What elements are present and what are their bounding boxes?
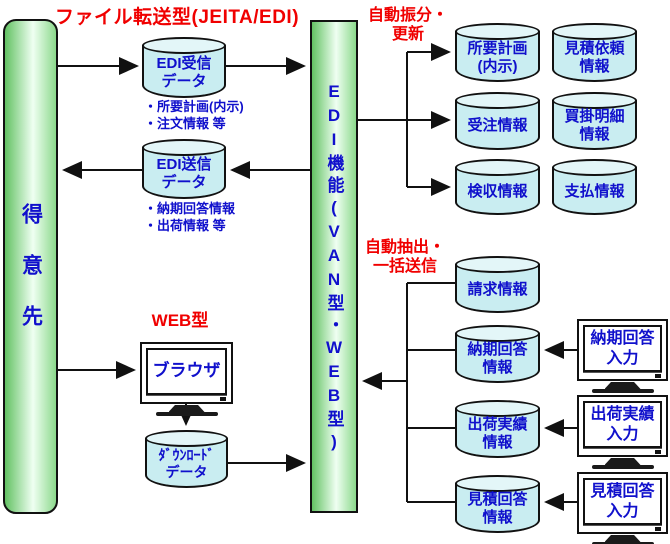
monitor-stand xyxy=(168,405,205,412)
db-nouki-kaito-label: 納期回答 情報 xyxy=(467,341,528,376)
db-mitsumori-kaito-cylinder: 見積回答 情報 xyxy=(455,475,540,533)
nouki-input-terminal: 納期回答 入力 xyxy=(577,319,668,393)
db-edi-send-label: EDI送信 データ xyxy=(156,156,212,191)
cylinder-top xyxy=(455,159,540,176)
db-edi-receive-cylinder: EDI受信 データ xyxy=(142,37,226,98)
branch-auto-sort xyxy=(358,52,408,187)
customer-bar-label: 得意先 xyxy=(19,203,43,356)
db-download-cylinder: ﾀﾞｳﾝﾛｰﾄﾞ データ xyxy=(145,430,228,488)
db-mitsumori-irai-cylinder: 見積依頼 情報 xyxy=(552,23,637,82)
cylinder-top xyxy=(552,23,637,40)
shukka-input-label: 出荷実績 入力 xyxy=(583,401,662,448)
customer-bar: 得意先 xyxy=(3,19,58,514)
monitor-strip xyxy=(583,525,662,532)
db-shiharai-label: 支払情報 xyxy=(564,183,625,201)
cylinder-top xyxy=(552,159,637,176)
mitsumori-input-label: 見積回答 入力 xyxy=(583,478,662,525)
monitor-stand xyxy=(604,535,641,542)
monitor-strip xyxy=(146,395,227,402)
mitsumori-input-terminal: 見積回答 入力 xyxy=(577,472,668,544)
shukka-input-terminal: 出荷実績 入力 xyxy=(577,395,668,469)
db-seikyu-cylinder: 請求情報 xyxy=(455,256,540,313)
cylinder-top xyxy=(455,23,540,40)
monitor-strip xyxy=(583,448,662,455)
cylinder-top xyxy=(455,400,540,417)
db-shiharai-cylinder: 支払情報 xyxy=(552,159,637,215)
diagram-title: ファイル転送型(JEITA/EDI) xyxy=(55,7,300,28)
db-seikyu-label: 請求情報 xyxy=(467,280,528,298)
db-juchu-cylinder: 受注情報 xyxy=(455,92,540,150)
cylinder-top xyxy=(145,430,228,447)
monitor-power-button xyxy=(655,450,661,454)
browser-terminal: ブラウザ xyxy=(140,342,233,416)
edi-function-bar: EDI機能(VAN型・WEB型) xyxy=(310,20,358,513)
web-type-label: WEB型 xyxy=(151,311,209,330)
db-nouki-kaito-cylinder: 納期回答 情報 xyxy=(455,325,540,383)
cylinder-top xyxy=(455,256,540,273)
db-kenshu-label: 検収情報 xyxy=(467,183,528,201)
edi-send-note: ・納期回答情報 ・出荷情報 等 xyxy=(144,201,236,233)
cylinder-top xyxy=(455,92,540,109)
db-shukka-jisseki-label: 出荷実績 情報 xyxy=(467,416,528,451)
db-shoyou-keikaku-label: 所要計画 (内示) xyxy=(467,39,528,75)
monitor-base xyxy=(591,542,654,544)
monitor-power-button xyxy=(655,527,661,531)
monitor-bezel: 見積回答 入力 xyxy=(577,472,668,534)
db-shoyou-keikaku-cylinder: 所要計画 (内示) xyxy=(455,23,540,82)
browser-terminal-label: ブラウザ xyxy=(146,348,227,395)
branch-auto-extract xyxy=(406,282,455,503)
db-kaikake-meisai-cylinder: 買掛明細 情報 xyxy=(552,92,637,150)
cylinder-top xyxy=(142,37,226,54)
db-download-label: ﾀﾞｳﾝﾛｰﾄﾞ データ xyxy=(158,447,215,480)
monitor-stand xyxy=(604,382,641,389)
monitor-base xyxy=(155,412,218,416)
monitor-strip xyxy=(583,372,662,379)
auto-extract-label: 自動抽出・ 一括送信 xyxy=(364,239,445,276)
cylinder-top xyxy=(552,92,637,109)
db-kaikake-meisai-label: 買掛明細 情報 xyxy=(564,108,625,143)
monitor-bezel: 納期回答 入力 xyxy=(577,319,668,381)
nouki-input-label: 納期回答 入力 xyxy=(583,325,662,372)
db-edi-send-cylinder: EDI送信 データ xyxy=(142,139,226,199)
monitor-power-button xyxy=(220,397,226,401)
db-edi-receive-label: EDI受信 データ xyxy=(156,54,212,90)
monitor-bezel: ブラウザ xyxy=(140,342,233,404)
db-mitsumori-kaito-label: 見積回答 情報 xyxy=(467,491,528,526)
auto-sort-label: 自動振分・ 更新 xyxy=(367,7,448,44)
cylinder-top xyxy=(142,139,226,156)
monitor-base xyxy=(591,465,654,469)
monitor-power-button xyxy=(655,374,661,378)
db-mitsumori-irai-label: 見積依頼 情報 xyxy=(564,39,625,75)
cylinder-top xyxy=(455,325,540,342)
monitor-bezel: 出荷実績 入力 xyxy=(577,395,668,457)
db-shukka-jisseki-cylinder: 出荷実績 情報 xyxy=(455,400,540,458)
cylinder-top xyxy=(455,475,540,492)
edi-function-bar-label: EDI機能(VAN型・WEB型) xyxy=(324,82,344,456)
monitor-base xyxy=(591,389,654,393)
db-juchu-label: 受注情報 xyxy=(467,117,528,135)
monitor-stand xyxy=(604,458,641,465)
edi-receive-note: ・所要計画(内示) ・注文情報 等 xyxy=(144,99,244,131)
db-kenshu-cylinder: 検収情報 xyxy=(455,159,540,215)
